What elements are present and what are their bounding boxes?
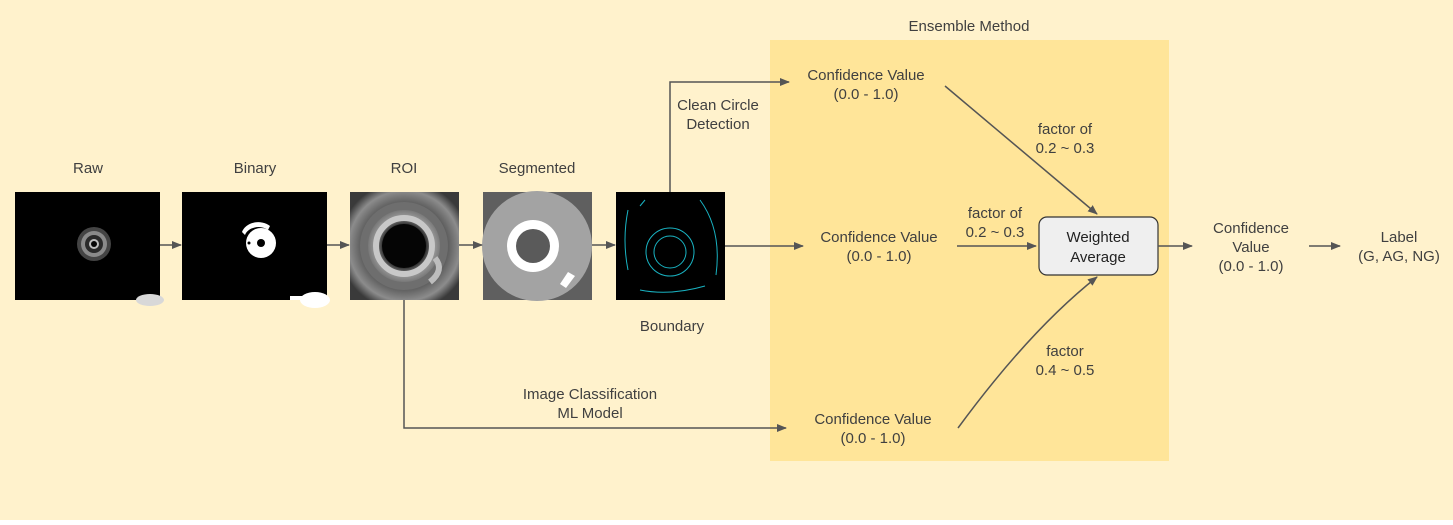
output-conf-line3: (0.0 - 1.0)	[1218, 258, 1283, 275]
conf-bot-line2: (0.0 - 1.0)	[840, 430, 905, 447]
segmented-image	[482, 191, 592, 301]
output-label-line2: (G, AG, NG)	[1358, 248, 1440, 265]
ensemble-title: Ensemble Method	[909, 18, 1030, 35]
factor-mid-line2: 0.2 ~ 0.3	[966, 224, 1025, 241]
stage-label-binary: Binary	[234, 160, 277, 177]
factor-bot-line2: 0.4 ~ 0.5	[1036, 362, 1095, 379]
conf-bot-line1: Confidence Value	[814, 411, 931, 428]
factor-top-line2: 0.2 ~ 0.3	[1036, 140, 1095, 157]
branch-label-ml-2: ML Model	[557, 405, 622, 422]
roi-image	[350, 192, 459, 300]
conf-mid-line2: (0.0 - 1.0)	[846, 248, 911, 265]
arrow-circle-detection	[669, 78, 790, 192]
weighted-average-line2: Average	[1070, 249, 1126, 266]
arrow-ml-model	[403, 300, 787, 432]
boundary-image	[616, 192, 725, 300]
binary-image	[182, 192, 330, 308]
raw-image	[15, 192, 164, 306]
stage-label-boundary: Boundary	[640, 318, 705, 335]
arrow-conf-top-wa	[944, 85, 1098, 215]
output-conf-line1: Confidence	[1213, 220, 1289, 237]
conf-top-line2: (0.0 - 1.0)	[833, 86, 898, 103]
factor-mid-line1: factor of	[968, 205, 1023, 222]
conf-mid-line1: Confidence Value	[820, 229, 937, 246]
factor-top-line1: factor of	[1038, 121, 1093, 138]
stage-label-roi: ROI	[391, 160, 418, 177]
factor-bot-line1: factor	[1046, 343, 1084, 360]
stage-label-segmented: Segmented	[499, 160, 576, 177]
arrow-conf-bot-wa	[957, 276, 1098, 429]
branch-label-circle-2: Detection	[686, 116, 749, 133]
output-label-line1: Label	[1381, 229, 1418, 246]
branch-label-ml-1: Image Classification	[523, 386, 657, 403]
weighted-average-box	[1038, 216, 1159, 276]
weighted-average-line1: Weighted	[1066, 229, 1129, 246]
output-conf-line2: Value	[1232, 239, 1269, 256]
conf-top-line1: Confidence Value	[807, 67, 924, 84]
branch-label-circle-1: Clean Circle	[677, 97, 759, 114]
stage-label-raw: Raw	[73, 160, 103, 177]
